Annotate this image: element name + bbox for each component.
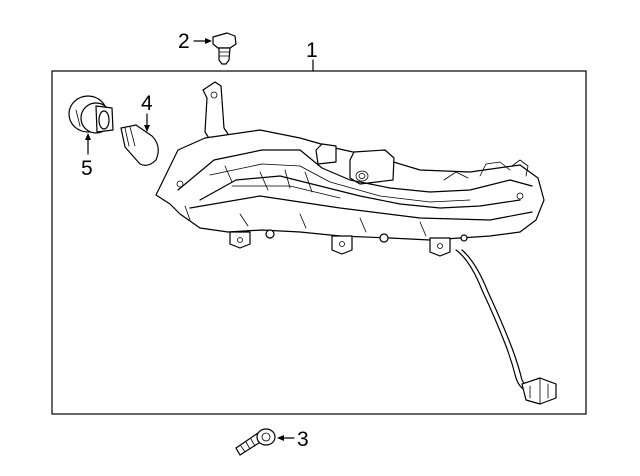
part-1-lamp-assembly[interactable] xyxy=(155,81,557,405)
callout-3-label: 3 xyxy=(297,428,309,451)
callout-2: 2 xyxy=(178,30,212,53)
callout-5-label: 5 xyxy=(81,157,93,180)
part-2-screw[interactable] xyxy=(212,32,237,65)
assembly-frame xyxy=(51,70,587,415)
part-3-bolt[interactable] xyxy=(235,428,276,456)
part-5-bulb-socket[interactable] xyxy=(68,95,114,134)
callout-1-label: 1 xyxy=(306,39,318,62)
callout-3: 3 xyxy=(277,428,309,451)
callout-5: 5 xyxy=(81,133,93,180)
callout-4: 4 xyxy=(141,92,153,132)
part-4-bulb[interactable] xyxy=(120,124,159,166)
callout-2-label: 2 xyxy=(178,30,190,53)
callout-4-label: 4 xyxy=(141,92,153,115)
callout-1: 1 xyxy=(306,39,318,72)
